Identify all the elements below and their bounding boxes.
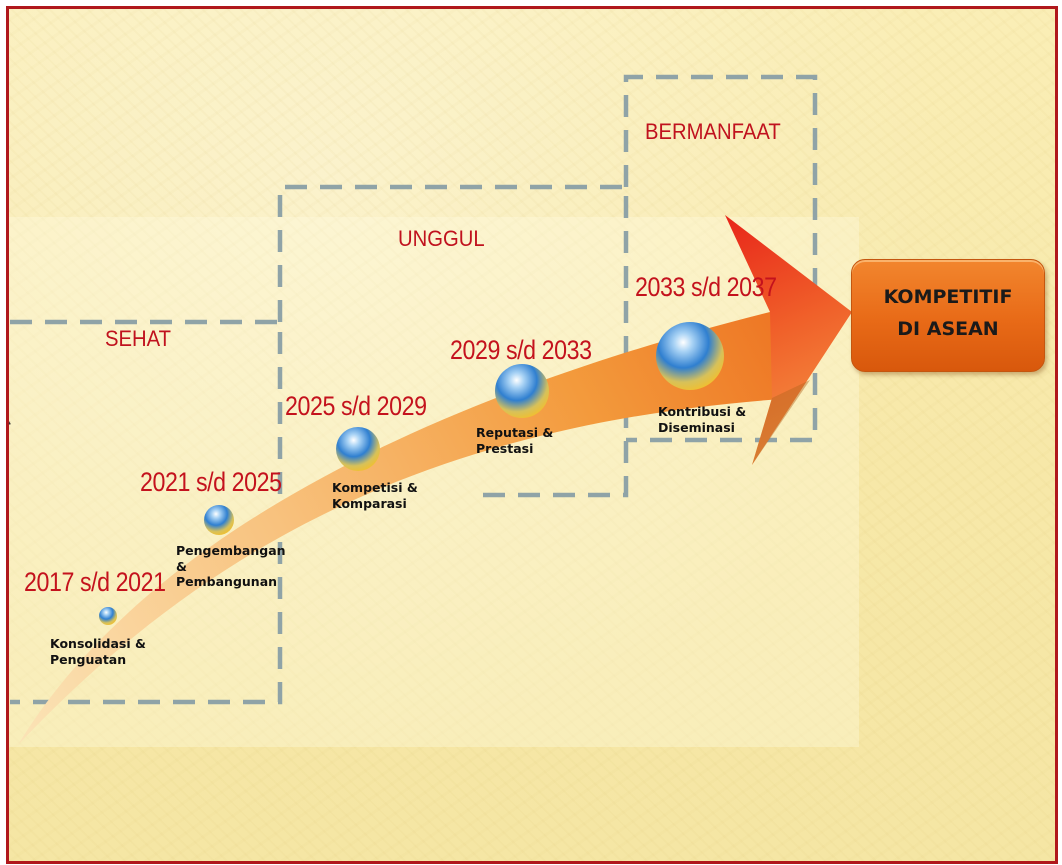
milestone-ball-2021 [204, 505, 234, 535]
desc-line: Prestasi [476, 440, 534, 456]
milestone-desc-2033: Kontribusi & Diseminasi [658, 404, 746, 435]
desc-line: Penguatan [50, 651, 127, 667]
milestone-ball-2029 [495, 364, 549, 418]
milestone-ball-2025 [336, 427, 380, 471]
period-label-2021: 2021 s/d 2025 [140, 467, 282, 497]
milestone-ball-2033 [656, 322, 724, 390]
milestone-ball-2017 [99, 607, 117, 625]
period-label-2029: 2029 s/d 2033 [450, 335, 592, 365]
desc-line: & [176, 558, 187, 574]
goal-text: KOMPETITIF DI ASEAN [852, 281, 1044, 345]
stage-label-bermanfaat: BERMANFAAT [645, 119, 781, 144]
desc-line: Pembangunan [176, 574, 278, 589]
progress-arrow-head [725, 215, 852, 465]
desc-line: Komparasi [332, 495, 407, 511]
goal-line-2: DI ASEAN [897, 318, 999, 340]
diagram-frame [6, 6, 1058, 864]
desc-line: Reputasi & [476, 425, 554, 440]
desc-line: Kompetisi & [332, 480, 418, 495]
background-panel [9, 217, 859, 747]
period-label-2017: 2017 s/d 2021 [24, 567, 166, 597]
bermanfaat-boundary [623, 74, 818, 443]
artifact-mark: ❛ [8, 421, 11, 431]
stage-label-unggul: UNGGUL [398, 226, 485, 251]
progress-arrow-body [18, 312, 795, 745]
milestone-desc-2029: Reputasi & Prestasi [476, 425, 553, 456]
period-label-2025: 2025 s/d 2029 [285, 391, 427, 421]
milestone-desc-2017: Konsolidasi & Penguatan [50, 636, 146, 667]
period-label-2033: 2033 s/d 2037 [635, 272, 777, 302]
unggul-boundary [277, 184, 629, 498]
desc-line: Diseminasi [658, 419, 735, 435]
desc-line: Konsolidasi & [50, 636, 146, 651]
arrow-shading [752, 380, 810, 465]
desc-line: Kontribusi & [658, 404, 747, 419]
goal-box: KOMPETITIF DI ASEAN [851, 259, 1045, 372]
desc-line: Pengembangan [176, 543, 286, 558]
goal-line-1: KOMPETITIF [883, 286, 1013, 308]
milestone-desc-2021: Pengembangan & Pembangunan [176, 543, 286, 590]
stage-label-sehat: SEHAT [105, 326, 171, 351]
milestone-desc-2025: Kompetisi & Komparasi [332, 480, 418, 511]
